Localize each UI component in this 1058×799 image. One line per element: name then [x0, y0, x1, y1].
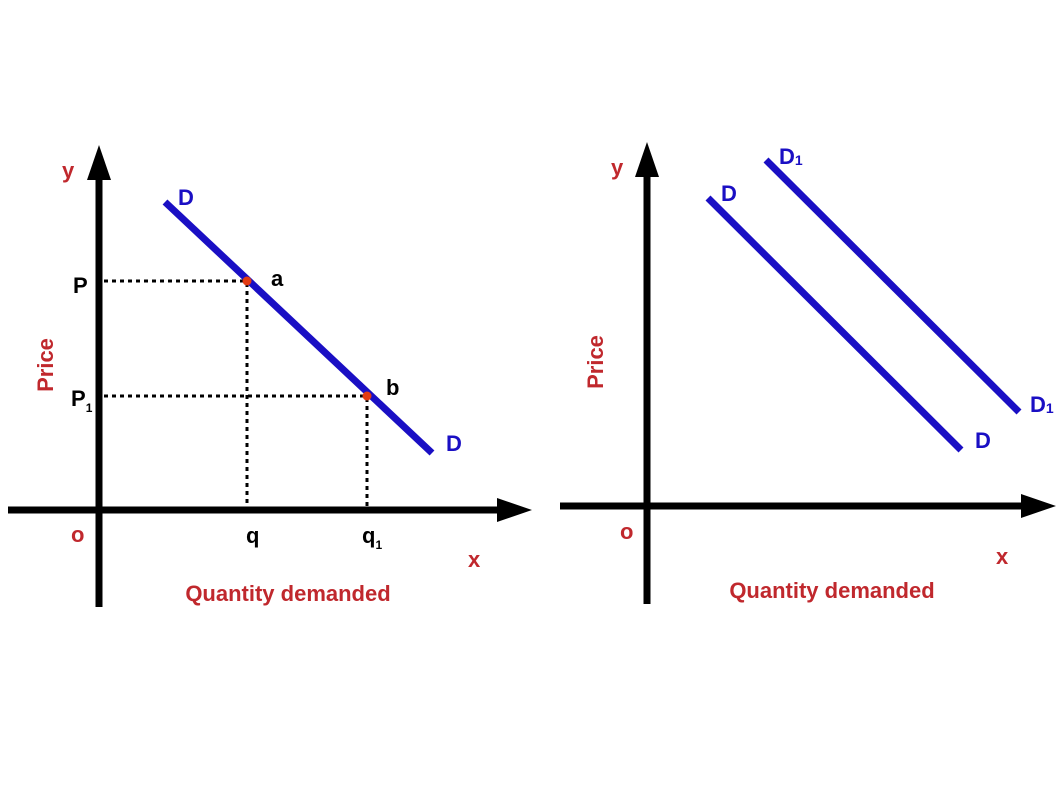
right-curve-d1-bottom-main: D: [1030, 392, 1046, 417]
left-y-label: y: [62, 158, 75, 183]
right-curve-d1-bottom: D1: [1030, 392, 1054, 417]
left-point-b-label: b: [386, 375, 399, 400]
right-origin-label: o: [620, 519, 633, 544]
left-qty-q1: q1: [362, 523, 382, 552]
right-curve-d1-top-sub: 1: [795, 152, 803, 168]
right-diagram: y x o Price Quantity demanded D D D1 D1: [560, 142, 1056, 604]
right-curve-d1-top-main: D: [779, 144, 795, 169]
left-point-a-label: a: [271, 266, 284, 291]
right-curve-d-top: D: [721, 181, 737, 206]
left-qty-q1-sub: 1: [375, 538, 382, 552]
left-y-axis-arrow: [87, 145, 111, 180]
right-curve-d-bottom: D: [975, 428, 991, 453]
left-point-a: [242, 276, 252, 286]
left-quantity-label: Quantity demanded: [185, 581, 390, 606]
left-qty-q1-main: q: [362, 523, 375, 548]
left-price-p1: P1: [71, 386, 93, 415]
left-point-b: [362, 391, 372, 401]
right-quantity-label: Quantity demanded: [729, 578, 934, 603]
left-curve-label-bottom: D: [446, 431, 462, 456]
right-curve-d1-top: D1: [779, 144, 803, 169]
left-x-axis-arrow: [497, 498, 532, 522]
right-demand-curve-d: [705, 195, 964, 453]
left-qty-q: q: [246, 523, 259, 548]
left-demand-curve: [162, 199, 435, 456]
right-y-axis-arrow: [635, 142, 659, 177]
left-price-p1-sub: 1: [86, 401, 93, 415]
left-origin-label: o: [71, 522, 84, 547]
left-price-label: Price: [33, 338, 58, 392]
right-x-label: x: [996, 544, 1009, 569]
left-price-p: P: [73, 273, 88, 298]
right-x-axis-arrow: [1021, 494, 1056, 518]
right-y-label: y: [611, 155, 624, 180]
right-price-label: Price: [583, 335, 608, 389]
right-curve-d1-bottom-sub: 1: [1046, 400, 1054, 416]
left-x-label: x: [468, 547, 481, 572]
right-demand-curve-d1: [763, 157, 1022, 415]
left-price-p1-main: P: [71, 386, 86, 411]
left-curve-label-top: D: [178, 185, 194, 210]
left-diagram: y x o Price Quantity demanded D D P P1 q…: [8, 145, 532, 607]
